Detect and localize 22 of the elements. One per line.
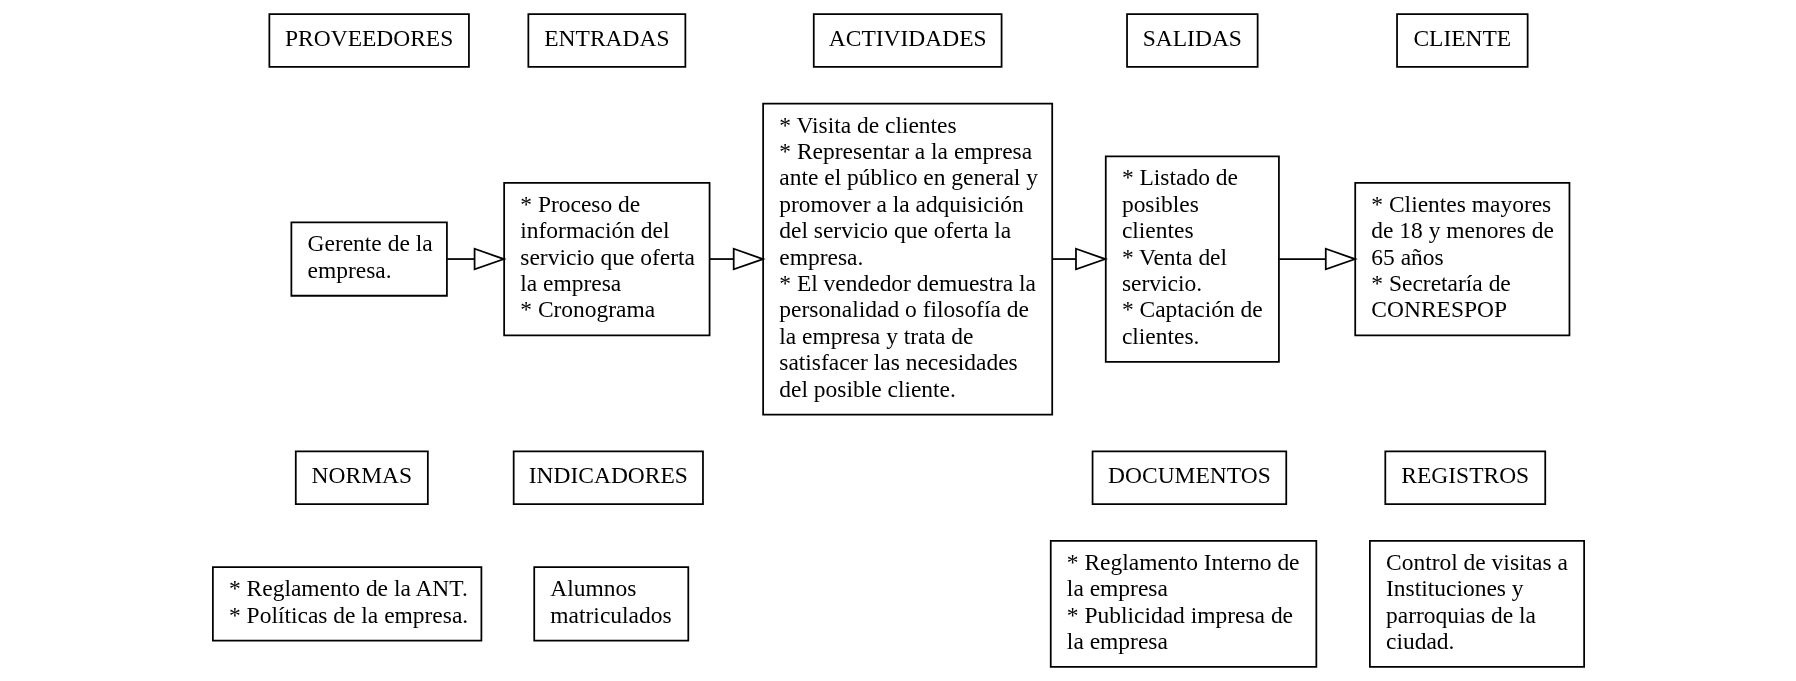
node-box: ACTIVIDADES: [812, 13, 1002, 68]
arrow: [708, 247, 766, 271]
node-box: SALIDAS: [1125, 13, 1259, 68]
node-box: PROVEEDORES: [268, 13, 470, 68]
node-box: CLIENTE: [1395, 13, 1529, 68]
node-box: Alumnos matriculados: [532, 566, 689, 642]
node-box: Control de visitas a Instituciones y parroquias de la ciudad.: [1368, 539, 1585, 668]
node-box: * Visita de clientes * Representar a la empresa ante el público en general y promover a la adquisición del servicio que oferta la empresa. * El vendedor demuestra la personalidad o filosofía de la empresa y trata de satisfacer las necesidades del posible cliente.: [761, 102, 1053, 416]
node-box: NORMAS: [294, 450, 429, 505]
node-box: REGISTROS: [1383, 450, 1546, 505]
node-box: * Proceso de información del servicio que oferta la empresa * Cronograma: [502, 181, 710, 337]
arrow: [1050, 247, 1108, 271]
node-box: ENTRADAS: [526, 13, 686, 68]
node-box: INDICADORES: [512, 450, 704, 505]
node-box: * Reglamento de la ANT. * Políticas de la empresa.: [211, 566, 482, 642]
node-box: * Clientes mayores de 18 y menores de 65 años * Secretaría de CONRESPOP: [1353, 181, 1570, 337]
arrow: [445, 247, 507, 271]
node-box: Gerente de la empresa.: [290, 221, 448, 297]
arrow: [1277, 247, 1358, 271]
node-box: * Listado de posibles clientes * Venta del servicio. * Captación de clientes.: [1104, 155, 1280, 363]
node-box: * Reglamento Interno de la empresa * Publicidad impresa de la empresa: [1049, 539, 1317, 668]
node-box: DOCUMENTOS: [1091, 450, 1287, 505]
